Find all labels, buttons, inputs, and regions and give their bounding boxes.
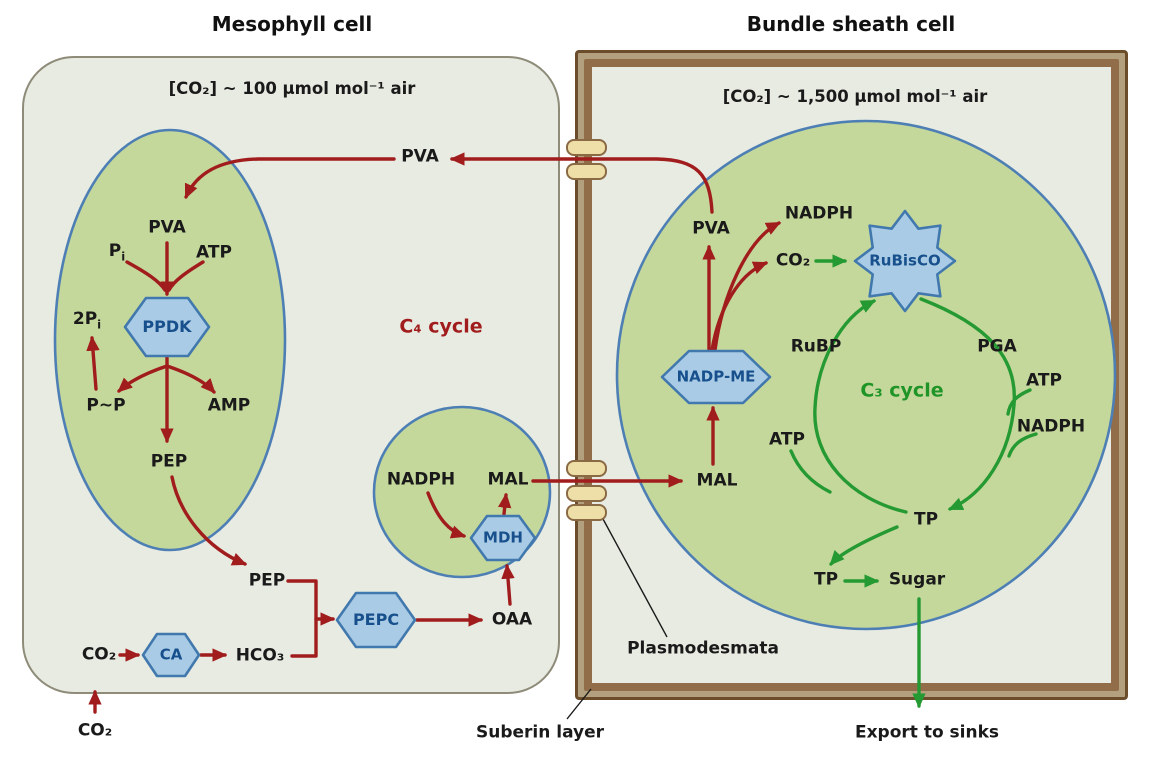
pepc-hexagon (335, 591, 417, 649)
label-mal-mesophyll: MAL (487, 469, 529, 490)
label-co2-cytosol: CO₂ (81, 644, 117, 665)
label-atp-left: ATP (769, 429, 805, 450)
label-pi: Pi (109, 243, 125, 263)
bracket-pep-hco3 (286, 579, 318, 658)
c4-cycle-label: C₄ cycle (399, 315, 483, 338)
label-nadph-top-bundle: NADPH (784, 203, 854, 224)
arrow-tp-to-tp-export (829, 525, 899, 566)
line-nadph-join-right (1007, 432, 1038, 458)
plasmodesma-pill (566, 163, 607, 180)
pi-sub: i (121, 249, 126, 264)
label-hco3: HCO₃ (235, 645, 285, 666)
line-pi-to-ppdk (125, 260, 167, 292)
plasmodesma-pill (566, 504, 607, 521)
mesophyll-co2-concentration: [CO₂] ~ 100 µmol mol⁻¹ air (168, 78, 416, 98)
label-atp-mesophyll: ATP (196, 242, 232, 263)
ca-label: CA (159, 645, 183, 664)
arrow-mdh-to-mal (497, 492, 512, 516)
bundle-sheath-title: Bundle sheath cell (746, 12, 956, 36)
line-atp-join-left (789, 449, 832, 494)
arrow-nadpme-to-co2 (710, 261, 769, 352)
label-pva-chloroplast: PVA (148, 217, 186, 238)
arrow-pva-bundle-to-shuttle (449, 152, 714, 214)
label-pep-cytosol: PEP (248, 570, 286, 591)
pepc-label: PEPC (352, 610, 400, 629)
label-oaa: OAA (491, 609, 533, 630)
line-atp-to-ppdk (167, 260, 205, 292)
rubisco-starburst (853, 209, 957, 313)
label-tp-cycle: TP (913, 509, 939, 530)
ca-hexagon (141, 632, 201, 678)
bundle-sheath-chloroplast (615, 119, 1117, 631)
arrow-pyrophosphate-to-2pi (86, 335, 100, 391)
mesophyll-title: Mesophyll cell (211, 12, 373, 36)
arrow-ppdk-to-amp (165, 364, 216, 394)
label-atp-right: ATP (1026, 370, 1062, 391)
label-co2-external: CO₂ (77, 720, 113, 741)
label-sugar: Sugar (888, 569, 946, 590)
arrow-tp-rubp-to-rubisco (813, 299, 908, 514)
arrow-ppdk-to-pyrophosphate (117, 364, 169, 393)
label-pva-shuttle: PVA (401, 146, 439, 167)
pi-base: P (108, 241, 122, 262)
label-pga: PGA (977, 336, 1017, 357)
plasmodesma-pill (566, 485, 607, 502)
plasmodesma-pill (566, 139, 607, 156)
ppdk-label: PPDK (142, 317, 192, 336)
plasmodesmata-label: Plasmodesmata (627, 638, 779, 659)
label-nadph-right: NADPH (1016, 416, 1086, 437)
arrow-pep-to-cytosol (170, 475, 248, 566)
arrow-nadph-to-mdh (426, 491, 467, 539)
label-mal-bundle: MAL (696, 470, 738, 491)
mdh-label: MDH (483, 528, 523, 547)
arrow-oaa-to-mdh (501, 563, 515, 606)
label-rubp: RuBP (790, 336, 842, 357)
arrow-nadpme-to-nadph (713, 221, 781, 352)
2pi-base: 2P (72, 309, 98, 330)
nadpme-label: NADP-ME (676, 367, 756, 386)
label-pyrophosphate: P~P (86, 395, 126, 416)
label-co2-bundle: CO₂ (775, 250, 811, 271)
suberin-layer-label: Suberin layer (475, 722, 605, 743)
label-nadph-mesophyll: NADPH (386, 469, 456, 490)
nadpme-hexagon (660, 349, 772, 405)
plasmodesma-pill (566, 460, 607, 477)
label-pva-bundle: PVA (692, 218, 730, 239)
arrow-pva-shuttle-to-mesophyll (184, 157, 396, 200)
pointer-plasmodesmata (602, 518, 668, 638)
export-to-sinks-label: Export to sinks (854, 722, 1000, 743)
2pi-sub: i (97, 317, 102, 332)
c3-cycle-label: C₃ cycle (860, 379, 944, 402)
bundle-co2-concentration: [CO₂] ~ 1,500 µmol mol⁻¹ air (722, 86, 988, 106)
ppdk-hexagon (123, 296, 211, 358)
pointer-suberin-layer (566, 688, 592, 720)
label-pep-chloroplast: PEP (150, 451, 188, 472)
mdh-hexagon (469, 514, 537, 562)
arrow-rubisco-pga-to-tp (919, 297, 1017, 511)
label-amp: AMP (207, 395, 251, 416)
label-2pi: 2Pi (73, 311, 101, 331)
label-tp-export: TP (813, 569, 839, 590)
rubisco-label: RuBisCO (869, 251, 941, 270)
line-atp-join-right (1006, 388, 1032, 416)
